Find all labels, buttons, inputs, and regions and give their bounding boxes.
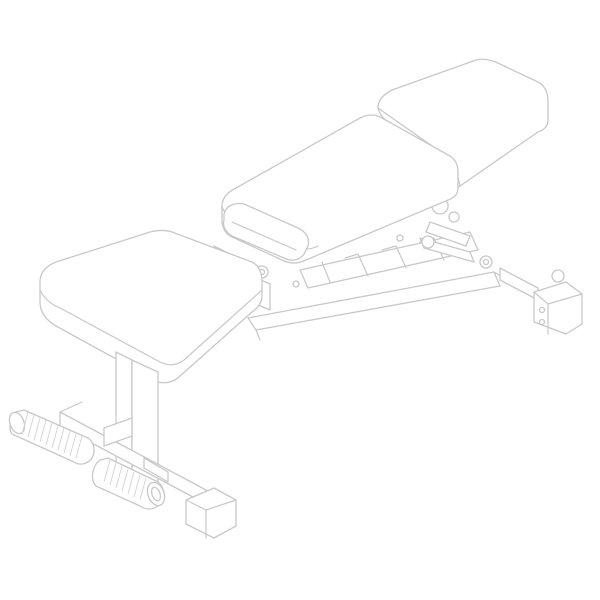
front-base-rail xyxy=(59,401,237,539)
backrest-support-tube xyxy=(419,197,493,269)
seat-front-roll xyxy=(222,202,310,261)
leg-roller-right xyxy=(91,457,166,510)
main-frame-rail xyxy=(247,271,541,341)
seat-pad xyxy=(39,229,263,384)
rear-stabilizer xyxy=(499,267,583,335)
leg-roller-left xyxy=(8,409,95,465)
